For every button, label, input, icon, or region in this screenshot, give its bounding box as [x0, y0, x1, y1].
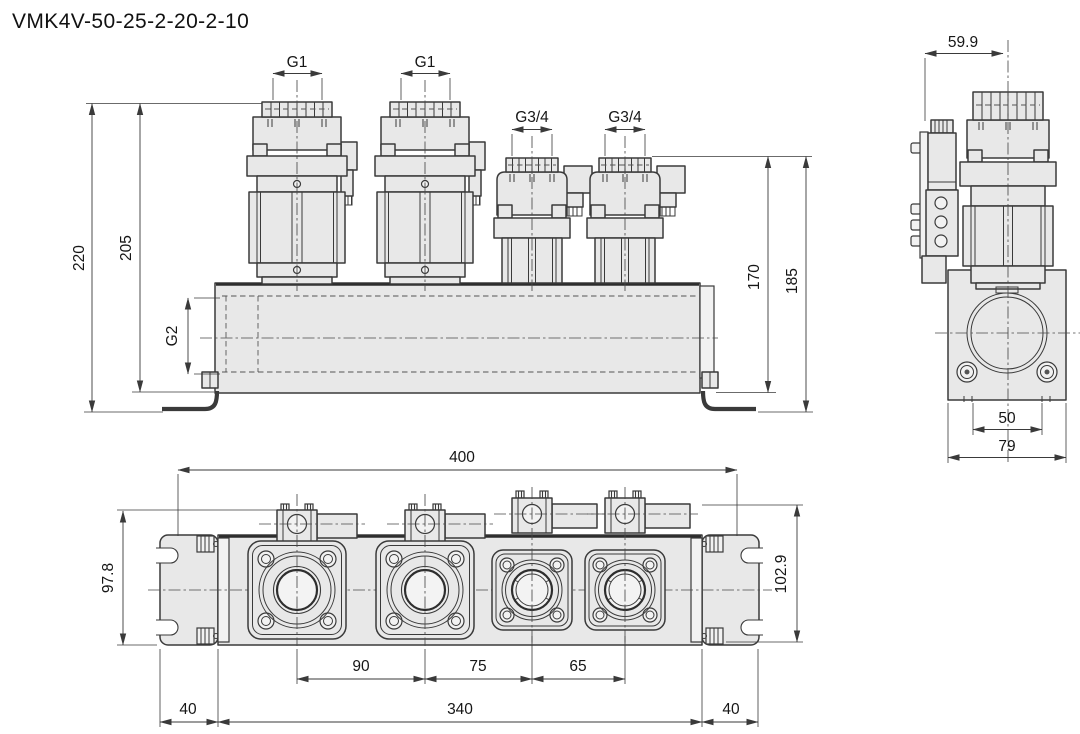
mounting-foot-left [162, 390, 220, 412]
dim-label-90: 90 [352, 658, 370, 675]
dim-label-g1-a: G1 [287, 54, 308, 71]
side-view: 59.9 50 79 [910, 34, 1080, 463]
dim-label-40-left: 40 [179, 701, 197, 718]
pilot-solenoid-side [910, 119, 959, 284]
side-dimensions: 59.9 50 79 [924, 34, 1067, 463]
valve-1-g1-front [246, 79, 358, 292]
dim-label-50: 50 [998, 410, 1016, 427]
manifold-end-plate [699, 285, 715, 379]
dim-label-205: 205 [118, 235, 135, 261]
dim-label-40-right: 40 [722, 701, 740, 718]
dim-label-102-9: 102.9 [773, 555, 790, 594]
valve-2-g1-front [374, 79, 486, 292]
dim-label-400: 400 [449, 449, 475, 466]
front-dimensions: 220 205 G2 G1 G1 G3/4 G3/4 [71, 54, 813, 413]
dim-label-220: 220 [71, 245, 88, 271]
dim-label-185: 185 [784, 268, 801, 294]
mounting-foot-right [700, 390, 756, 412]
page-title: VMK4V-50-25-2-20-2-10 [12, 10, 249, 33]
dim-label-g1-b: G1 [415, 54, 436, 71]
dim-label-79: 79 [998, 438, 1015, 455]
bottom-view: 400 97.8 102.9 90 75 65 [100, 449, 803, 727]
dim-label-g34-a: G3/4 [515, 109, 549, 126]
manifold-body [162, 282, 756, 412]
bottom-dimensions: 400 97.8 102.9 90 75 65 [100, 449, 803, 727]
manifold-port-side [935, 40, 1080, 462]
dim-label-g34-b: G3/4 [608, 109, 642, 126]
dim-label-75: 75 [469, 658, 486, 675]
dim-label-59-9: 59.9 [948, 34, 978, 51]
dim-label-170: 170 [746, 264, 763, 290]
dim-label-340: 340 [447, 701, 473, 718]
front-view: 220 205 G2 G1 G1 G3/4 G3/4 [71, 54, 813, 413]
dim-label-97-8: 97.8 [100, 563, 117, 593]
dim-label-g2: G2 [164, 326, 181, 347]
valve-4-g34-front [586, 135, 686, 292]
valve-3-g34-front [493, 135, 593, 292]
dim-label-65: 65 [569, 658, 586, 675]
